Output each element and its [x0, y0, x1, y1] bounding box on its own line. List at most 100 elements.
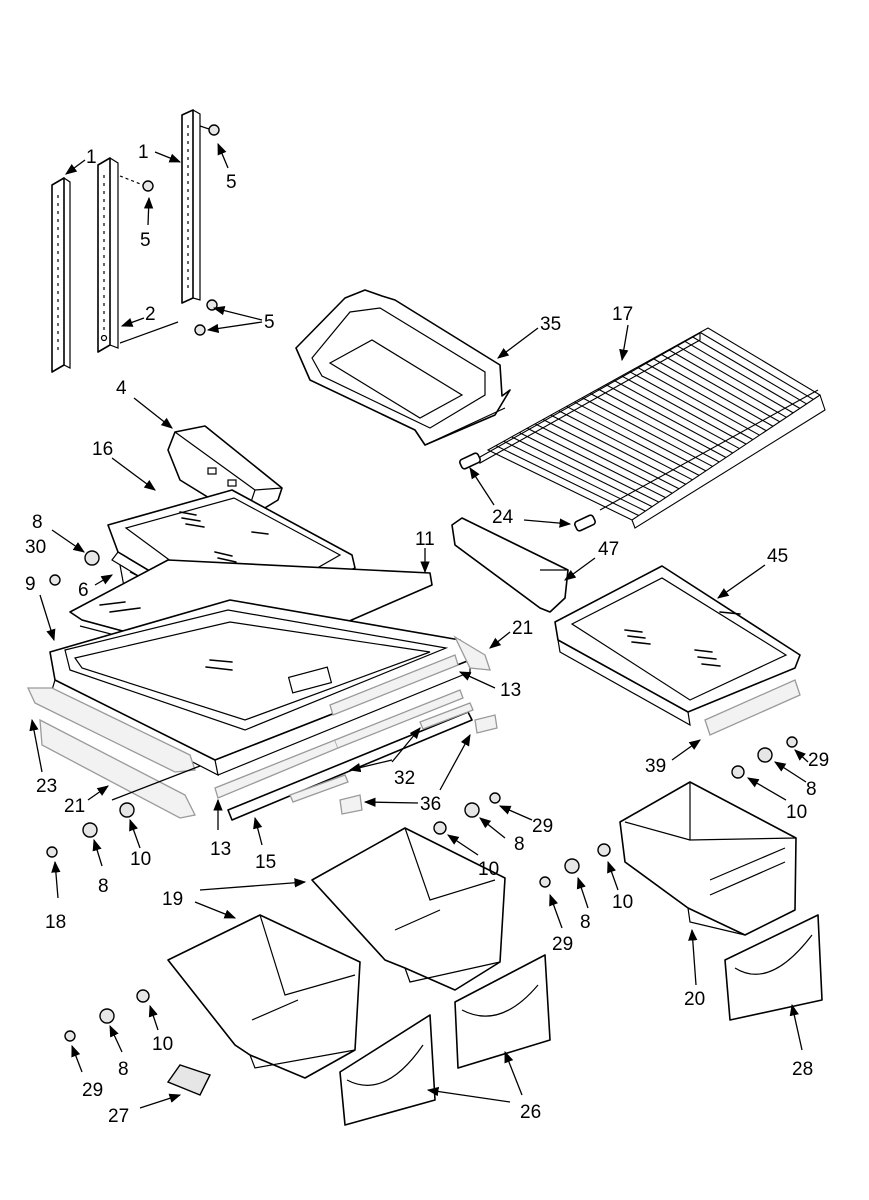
shelf-frame-9 — [49, 599, 471, 777]
wire-rod — [589, 392, 720, 463]
drawer-front-28 — [724, 914, 823, 1021]
callout-36: 36 — [420, 794, 441, 815]
washer-icon — [99, 1008, 115, 1024]
callout-5: 5 — [226, 172, 237, 193]
wire-rod — [542, 419, 680, 490]
callout-29: 29 — [532, 816, 553, 837]
screw-icon — [786, 736, 798, 748]
callout-9: 9 — [25, 574, 36, 595]
rail-13-back — [329, 654, 459, 716]
callout-32: 32 — [394, 768, 415, 789]
shelf-cap-icon — [574, 514, 596, 532]
callout-11: 11 — [415, 529, 435, 550]
drawer-front-26-left — [339, 1014, 436, 1126]
wire-rod — [511, 436, 653, 508]
screw-icon — [489, 792, 501, 804]
wire-rod — [644, 362, 767, 432]
screw-icon — [199, 124, 220, 136]
wire-rod — [613, 379, 740, 450]
wire-rod — [503, 440, 646, 512]
screw-icon — [64, 1030, 76, 1042]
callout-13: 13 — [500, 680, 521, 701]
washer-icon — [757, 747, 773, 763]
washer-icon — [82, 822, 98, 838]
wire-rod — [668, 349, 787, 418]
wire-rod — [637, 366, 760, 436]
washer-icon — [731, 765, 745, 779]
wire-rod — [692, 336, 807, 405]
callout-13: 13 — [210, 839, 231, 860]
callout-21: 21 — [512, 618, 533, 639]
callout-17: 17 — [612, 304, 633, 325]
callout-10: 10 — [130, 849, 151, 870]
screw-icon — [119, 321, 206, 344]
bin-35 — [295, 289, 511, 446]
callout-1: 1 — [86, 147, 97, 168]
callout-1: 1 — [138, 142, 149, 163]
callout-29: 29 — [552, 934, 573, 955]
rail-13-front — [214, 689, 464, 799]
shelf-45 — [554, 565, 801, 727]
crisper-drawer-19-upper — [311, 827, 506, 991]
drawer-front-26-right — [454, 954, 551, 1069]
wire-rod — [676, 344, 794, 414]
callout-8: 8 — [580, 912, 591, 933]
washer-icon — [564, 858, 580, 874]
washer-icon — [464, 802, 480, 818]
screw-icon — [46, 846, 58, 858]
callout-10: 10 — [612, 892, 633, 913]
screw-icon — [539, 876, 551, 888]
callout-8: 8 — [118, 1059, 129, 1080]
wire-rod — [684, 340, 801, 409]
callout-23: 23 — [36, 776, 57, 797]
callout-6: 6 — [78, 580, 89, 601]
callout-10: 10 — [478, 859, 499, 880]
callout-8: 8 — [514, 834, 525, 855]
wire-rod — [574, 401, 707, 472]
callout-47: 47 — [598, 539, 619, 560]
callout-labels: 1 1 5 5 5 2 35 17 4 16 8 30 9 6 11 24 47… — [25, 142, 829, 1127]
shelf-cap-icon — [459, 452, 481, 470]
callout-5: 5 — [140, 230, 151, 251]
wire-rod — [621, 375, 747, 445]
wire-rod — [629, 371, 754, 441]
callout-10: 10 — [152, 1034, 173, 1055]
washer-icon — [597, 843, 611, 857]
rail-23 — [26, 687, 196, 773]
small-bin-4 — [167, 425, 283, 521]
rail-21-left — [39, 718, 196, 819]
washer-icon — [433, 821, 447, 835]
wire-rod — [558, 410, 693, 481]
wire-rod — [534, 423, 673, 494]
callout-16: 16 — [92, 439, 113, 460]
callout-35: 35 — [540, 314, 561, 335]
callout-29: 29 — [808, 750, 829, 771]
wire-shelf-17 — [479, 327, 826, 529]
tab-27 — [166, 1064, 211, 1096]
callout-39: 39 — [645, 756, 666, 777]
washer-icon — [136, 989, 150, 1003]
washer-icon — [119, 802, 135, 818]
callout-8: 8 — [32, 512, 43, 533]
drawer-20 — [619, 781, 797, 936]
screw-icon — [119, 175, 154, 192]
leader-lines — [29, 142, 809, 1109]
rail-21-right — [453, 635, 491, 671]
wire-rod — [597, 388, 727, 458]
callout-26: 26 — [520, 1102, 541, 1123]
screw-icon — [49, 574, 61, 586]
callout-18: 18 — [45, 912, 66, 933]
wire-rod — [699, 331, 814, 400]
callout-30: 30 — [25, 537, 46, 558]
callout-27: 27 — [108, 1106, 129, 1127]
callout-10: 10 — [786, 802, 807, 823]
wire-rod — [566, 405, 700, 476]
clip-36 — [339, 714, 498, 815]
shelf-rail-center — [97, 157, 119, 353]
rail-32 — [289, 702, 474, 803]
callout-8: 8 — [98, 876, 109, 897]
callout-5: 5 — [264, 312, 275, 333]
wire-rod — [582, 397, 713, 467]
wire-rod — [605, 384, 733, 454]
